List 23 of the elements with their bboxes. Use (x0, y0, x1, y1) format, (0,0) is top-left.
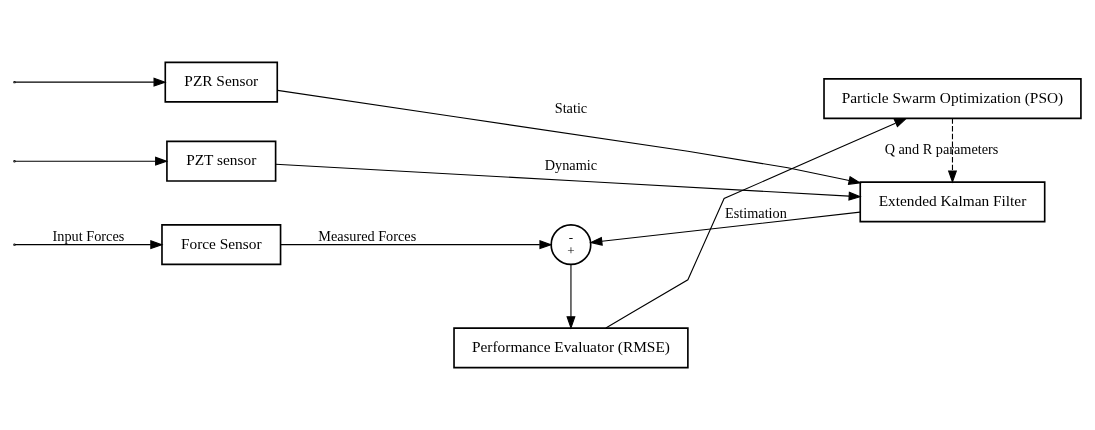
arrow (589, 211, 861, 246)
arrow (14, 156, 169, 166)
node-box: Force Sensor (161, 224, 282, 266)
edge-label: Input Forces (52, 227, 125, 244)
edge-label: Dynamic (544, 157, 598, 174)
arrow (947, 117, 958, 184)
edge-label: Static (554, 100, 588, 117)
arrow (277, 89, 862, 185)
arrow (605, 117, 908, 329)
node-box: Extended Kalman Filter (859, 181, 1046, 223)
arrow (14, 77, 167, 87)
arrow (275, 163, 862, 201)
edge-label: Q and R parameters (884, 140, 999, 157)
node-box: Performance Evaluator (RMSE) (453, 327, 689, 369)
node-box: PZT sensor (166, 140, 277, 182)
node-box: PZR Sensor (164, 61, 279, 103)
arrow (280, 240, 553, 250)
arrow (14, 240, 164, 250)
arrow (566, 264, 576, 330)
edge-label: Estimation (725, 204, 787, 221)
node-box: Particle Swarm Optimization (PSO) (823, 78, 1082, 120)
node-circle: - + (550, 224, 592, 266)
edge-label: Measured Forces (318, 227, 417, 244)
